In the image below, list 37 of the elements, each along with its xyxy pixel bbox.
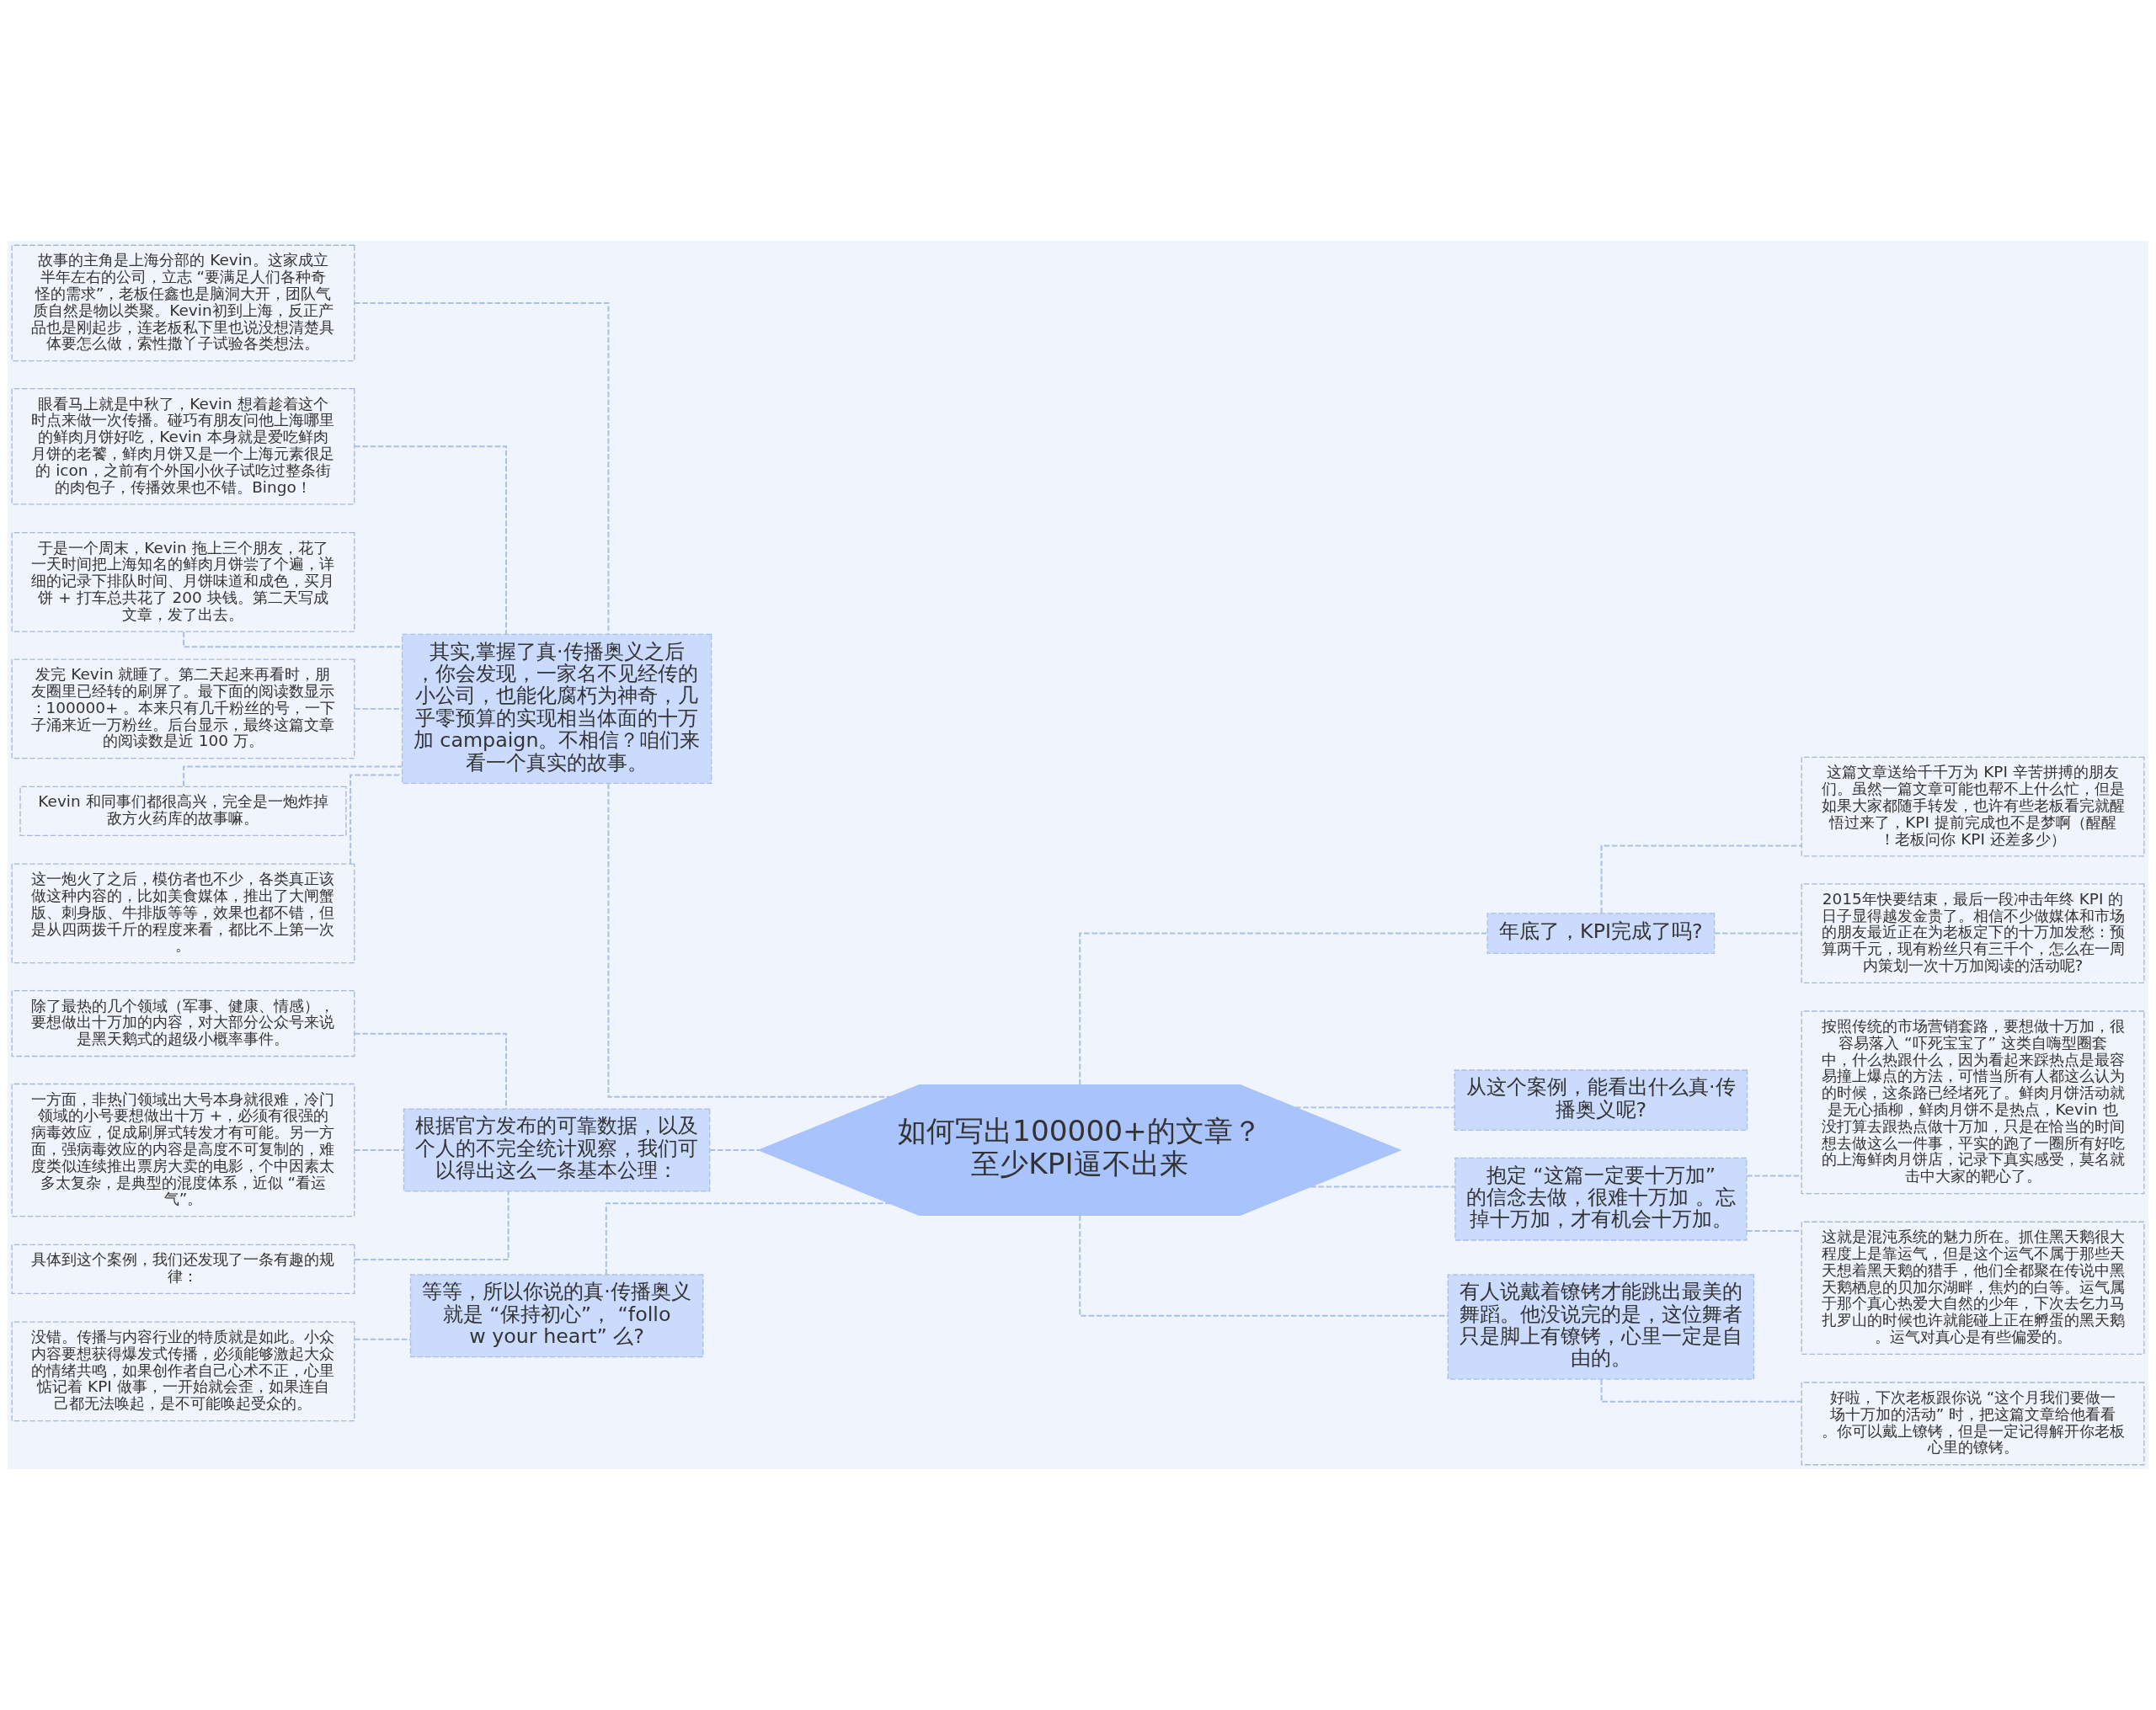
connector — [354, 1338, 412, 1340]
node-box: 故事的主角是上海分部的 Kevin。这家成立半年左右的公司，立志 “要满足人们各种奇怪的需求”，老板任鑫也是脑洞大开，团队气质自然是物以类聚。Kevin初到上海，反正产品也是刚起步，连老板私下里也说没想清楚具体要怎么做，索性撒丫子试验各类想法。 — [11, 244, 355, 362]
node-box: 抱定 “这篇一定要十万加” 的信念去做，很难十万加 。忘掉十万加，才有机会十万加。 — [1454, 1157, 1748, 1241]
node-box: Kevin 和同事们都很高兴，完全是一炮炸掉敌方火药库的故事嘛。 — [19, 786, 347, 837]
connector — [607, 782, 891, 1098]
connector — [605, 1202, 891, 1276]
node-box: 等等，所以你说的真·传播奥义就是 “保持初心”， “follow your heart” 么? — [409, 1274, 704, 1358]
node-box: 眼看马上就是中秋了，Kevin 想着趁着这个时点来做一次传播。碰巧有朋友问他上海哪里的鲜肉月饼好吃，Kevin 本身就是爱吃鲜肉月饼的老饕，鲜肉月饼又是一个上海元素很足的 icon，之前有个外国小伙子试吃过整条街的肉包子，传播效果也不错。Bingo！ — [11, 387, 355, 505]
node-box: 具体到这个案例，我们还发现了一条有趣的规律： — [11, 1244, 355, 1295]
connector — [1600, 844, 1802, 914]
node-box: 好啦，下次老板跟你说 “这个月我们要做一场十万加的活动” 时，把这篇文章给他看看。你可以戴上镣铐，但是一定记得解开你老板心里的镣铐。 — [1801, 1382, 2145, 1466]
connector — [1713, 932, 1802, 935]
node-box: 于是一个周末，Kevin 拖上三个朋友，花了一天时间把上海知名的鲜肉月饼尝了个遍，详细的记录下排队时间、月饼味道和成色，买月饼 + 打车总共花了 200 块钱。第二天写成文章，发了出去。 — [11, 531, 355, 632]
node-box: 除了最热的几个领域（军事、健康、情感），要想做出十万加的内容，对大部分公众号来说是黑天鹅式的超级小概率事件。 — [11, 989, 355, 1057]
node-box: 年底了，KPI完成了吗? — [1486, 913, 1716, 954]
node-box: 这一炮火了之后，模仿者也不少，各类真正该做这种内容的，比如美食媒体，推出了大闸蟹版、刺身版、牛排版等等，效果也都不错，但是从四两拨千斤的程度来看，都比不上第一次。 — [11, 863, 355, 964]
connector — [1079, 1214, 1449, 1317]
node-box: 按照传统的市场营销套路，要想做十万加，很容易落入 “吓死宝宝了” 这类自嗨型圈套中，什么热跟什么，因为看起来踩热点是最容易撞上爆点的方法，可惜当所有人都这么认为的时候，这条路已经堵死了。鲜肉月饼活动就是无心插柳，鲜肉月饼不是热点，Kevin 也没打算去跟热点做十万加，只是在恰当的时间想去做这么一件事，平实的跑了一圈所有好吃的上海鲜肉月饼店，记录下真实感受，莫名就击中大家的靶心了。 — [1801, 1010, 2145, 1195]
connector — [1079, 932, 1488, 1086]
node-box: 这篇文章送给千千万为 KPI 辛苦拼搏的朋友们。虽然一篇文章可能也帮不上什么忙，但是如果大家都随手转发，也许有些老板看完就醒悟过来了，KPI 提前完成也不是梦啊（醒醒！老板问你 KPI 还差多少） — [1801, 756, 2145, 857]
connector — [354, 301, 610, 635]
node-box: 其实,掌握了真·传播奥义之后，你会发现，一家名不见经传的小公司，也能化腐朽为神奇，几乎零预算的实现相当体面的十万加 campaign。不相信？咱们来看一个真实的故事。 — [401, 633, 712, 784]
connector — [354, 1191, 510, 1261]
connector — [354, 1149, 405, 1152]
node-box: 有人说戴着镣铐才能跳出最美的舞蹈。他没说完的是，这位舞者只是脚上有镣铐，心里一定是自由的。 — [1447, 1274, 1755, 1380]
connector — [354, 1032, 507, 1110]
node-box: 根据官方发布的可靠数据，以及个人的不完全统计观察，我们可以得出这么一条基本公理： — [403, 1108, 711, 1192]
connector — [708, 1149, 760, 1152]
connector — [1294, 1106, 1455, 1109]
node-box: 2015年快要结束，最后一段冲击年终 KPI 的日子显得越发金贵了。相信不少做媒体和市场的朋友最近正在为老板定下的十万加发愁：预算两千元，现有粉丝只有三千个，怎么在一周内策划一次十万加阅读的活动呢? — [1801, 883, 2145, 983]
node-box: 从这个案例，能看出什么真·传播奥义呢? — [1454, 1069, 1748, 1131]
node-box: 一方面，非热门领域出大号本身就很难，冷门领域的小号要想做出十万 +，必须有很强的病毒效应，促成刷屏式转发才有可能。另一方面，强病毒效应的内容是高度不可复制的，难度类似连续推出票房大卖的电影，个中因素太多太复杂，是典型的混度体系，近似 “看运气”。 — [11, 1083, 355, 1217]
connector — [1310, 1185, 1456, 1188]
connector — [354, 445, 507, 635]
node-box: 这就是混沌系统的魅力所在。抓住黑天鹅很大程度上是靠运气，但是这个运气不属于那些天天想着黑天鹅的猎手，他们全都聚在传说中黑天鹅栖息的贝加尔湖畔，焦灼的白等。运气属于那个真心热爱大自然的少年，下次去乞力马扎罗山的时候也许就能碰上正在孵蛋的黑天鹅。运气对真心是有些偏爱的。 — [1801, 1221, 2145, 1355]
node-box: 发完 Kevin 就睡了。第二天起来再看时，朋友圈里已经转的刷屏了。最下面的阅读数显示：100000+ 。本来只有几千粉丝的号，一下子涌来近一万粉丝。后台显示，最终这篇文章的阅读数是近 100 万。 — [11, 658, 355, 759]
node-box: 没错。传播与内容行业的特质就是如此。小众内容要想获得爆发式传播，必须能够激起大众的情绪共鸣，如果创作者自己心术不正，心里惦记着 KPI 做事，一开始就会歪，如果连自己都无法唤起，是不可能唤起受众的。 — [11, 1321, 355, 1422]
